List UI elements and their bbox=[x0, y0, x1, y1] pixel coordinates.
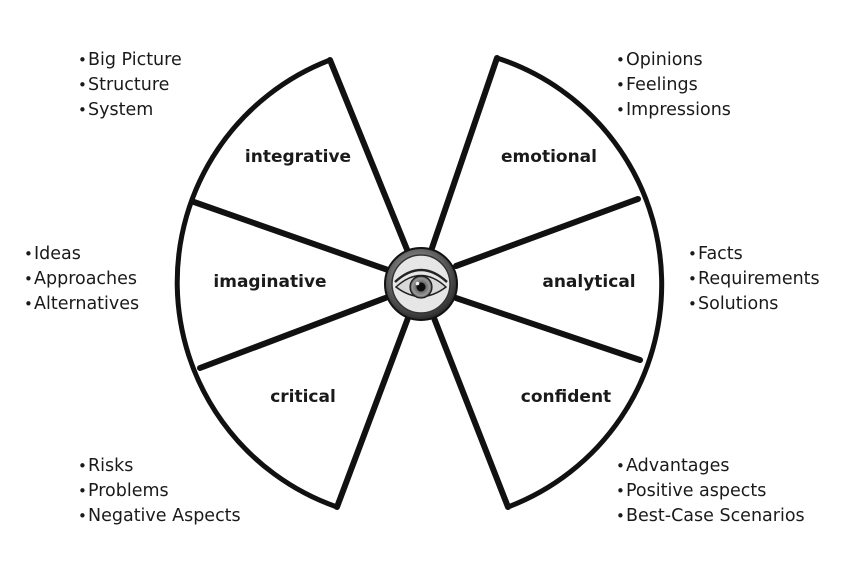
label-critical: critical bbox=[270, 387, 336, 407]
note-item: Facts bbox=[688, 242, 820, 267]
note-item: Negative Aspects bbox=[78, 504, 241, 529]
label-imaginative: imaginative bbox=[213, 272, 326, 292]
label-confident: confident bbox=[521, 387, 611, 407]
note-item: Requirements bbox=[688, 267, 820, 292]
right-wheel-arc bbox=[494, 55, 665, 510]
note-item: Approaches bbox=[24, 267, 139, 292]
label-emotional: emotional bbox=[501, 147, 597, 167]
note-item: Impressions bbox=[616, 98, 731, 123]
divider-emotional-analytical bbox=[453, 196, 641, 269]
note-item: Best-Case Scenarios bbox=[616, 504, 805, 529]
note-item: Positive aspects bbox=[616, 479, 805, 504]
note-item: Solutions bbox=[688, 292, 820, 317]
note-item: Big Picture bbox=[78, 48, 182, 73]
note-item: System bbox=[78, 98, 182, 123]
note-item: Ideas bbox=[24, 242, 139, 267]
eye-icon bbox=[384, 247, 458, 321]
spoke-top-left bbox=[327, 57, 411, 255]
notes-analytical: Facts Requirements Solutions bbox=[688, 242, 820, 317]
divider-imaginative-critical bbox=[197, 294, 391, 371]
left-wheel-arc bbox=[174, 57, 340, 510]
note-item: Alternatives bbox=[24, 292, 139, 317]
note-item: Risks bbox=[78, 454, 241, 479]
label-analytical: analytical bbox=[542, 272, 635, 292]
note-item: Structure bbox=[78, 73, 182, 98]
notes-imaginative: Ideas Approaches Alternatives bbox=[24, 242, 139, 317]
notes-emotional: Opinions Feelings Impressions bbox=[616, 48, 731, 123]
spoke-bottom-right bbox=[431, 315, 511, 510]
spoke-top-right bbox=[429, 55, 500, 251]
note-item: Feelings bbox=[616, 73, 731, 98]
note-item: Opinions bbox=[616, 48, 731, 73]
note-item: Problems bbox=[78, 479, 241, 504]
notes-confident: Advantages Positive aspects Best-Case Sc… bbox=[616, 454, 805, 529]
note-item: Advantages bbox=[616, 454, 805, 479]
spoke-bottom-left bbox=[334, 315, 411, 510]
label-integrative: integrative bbox=[245, 147, 351, 167]
notes-critical: Risks Problems Negative Aspects bbox=[78, 454, 241, 529]
notes-integrative: Big Picture Structure System bbox=[78, 48, 182, 123]
divider-integrative-imaginative bbox=[191, 199, 391, 273]
divider-analytical-confident bbox=[453, 295, 643, 363]
